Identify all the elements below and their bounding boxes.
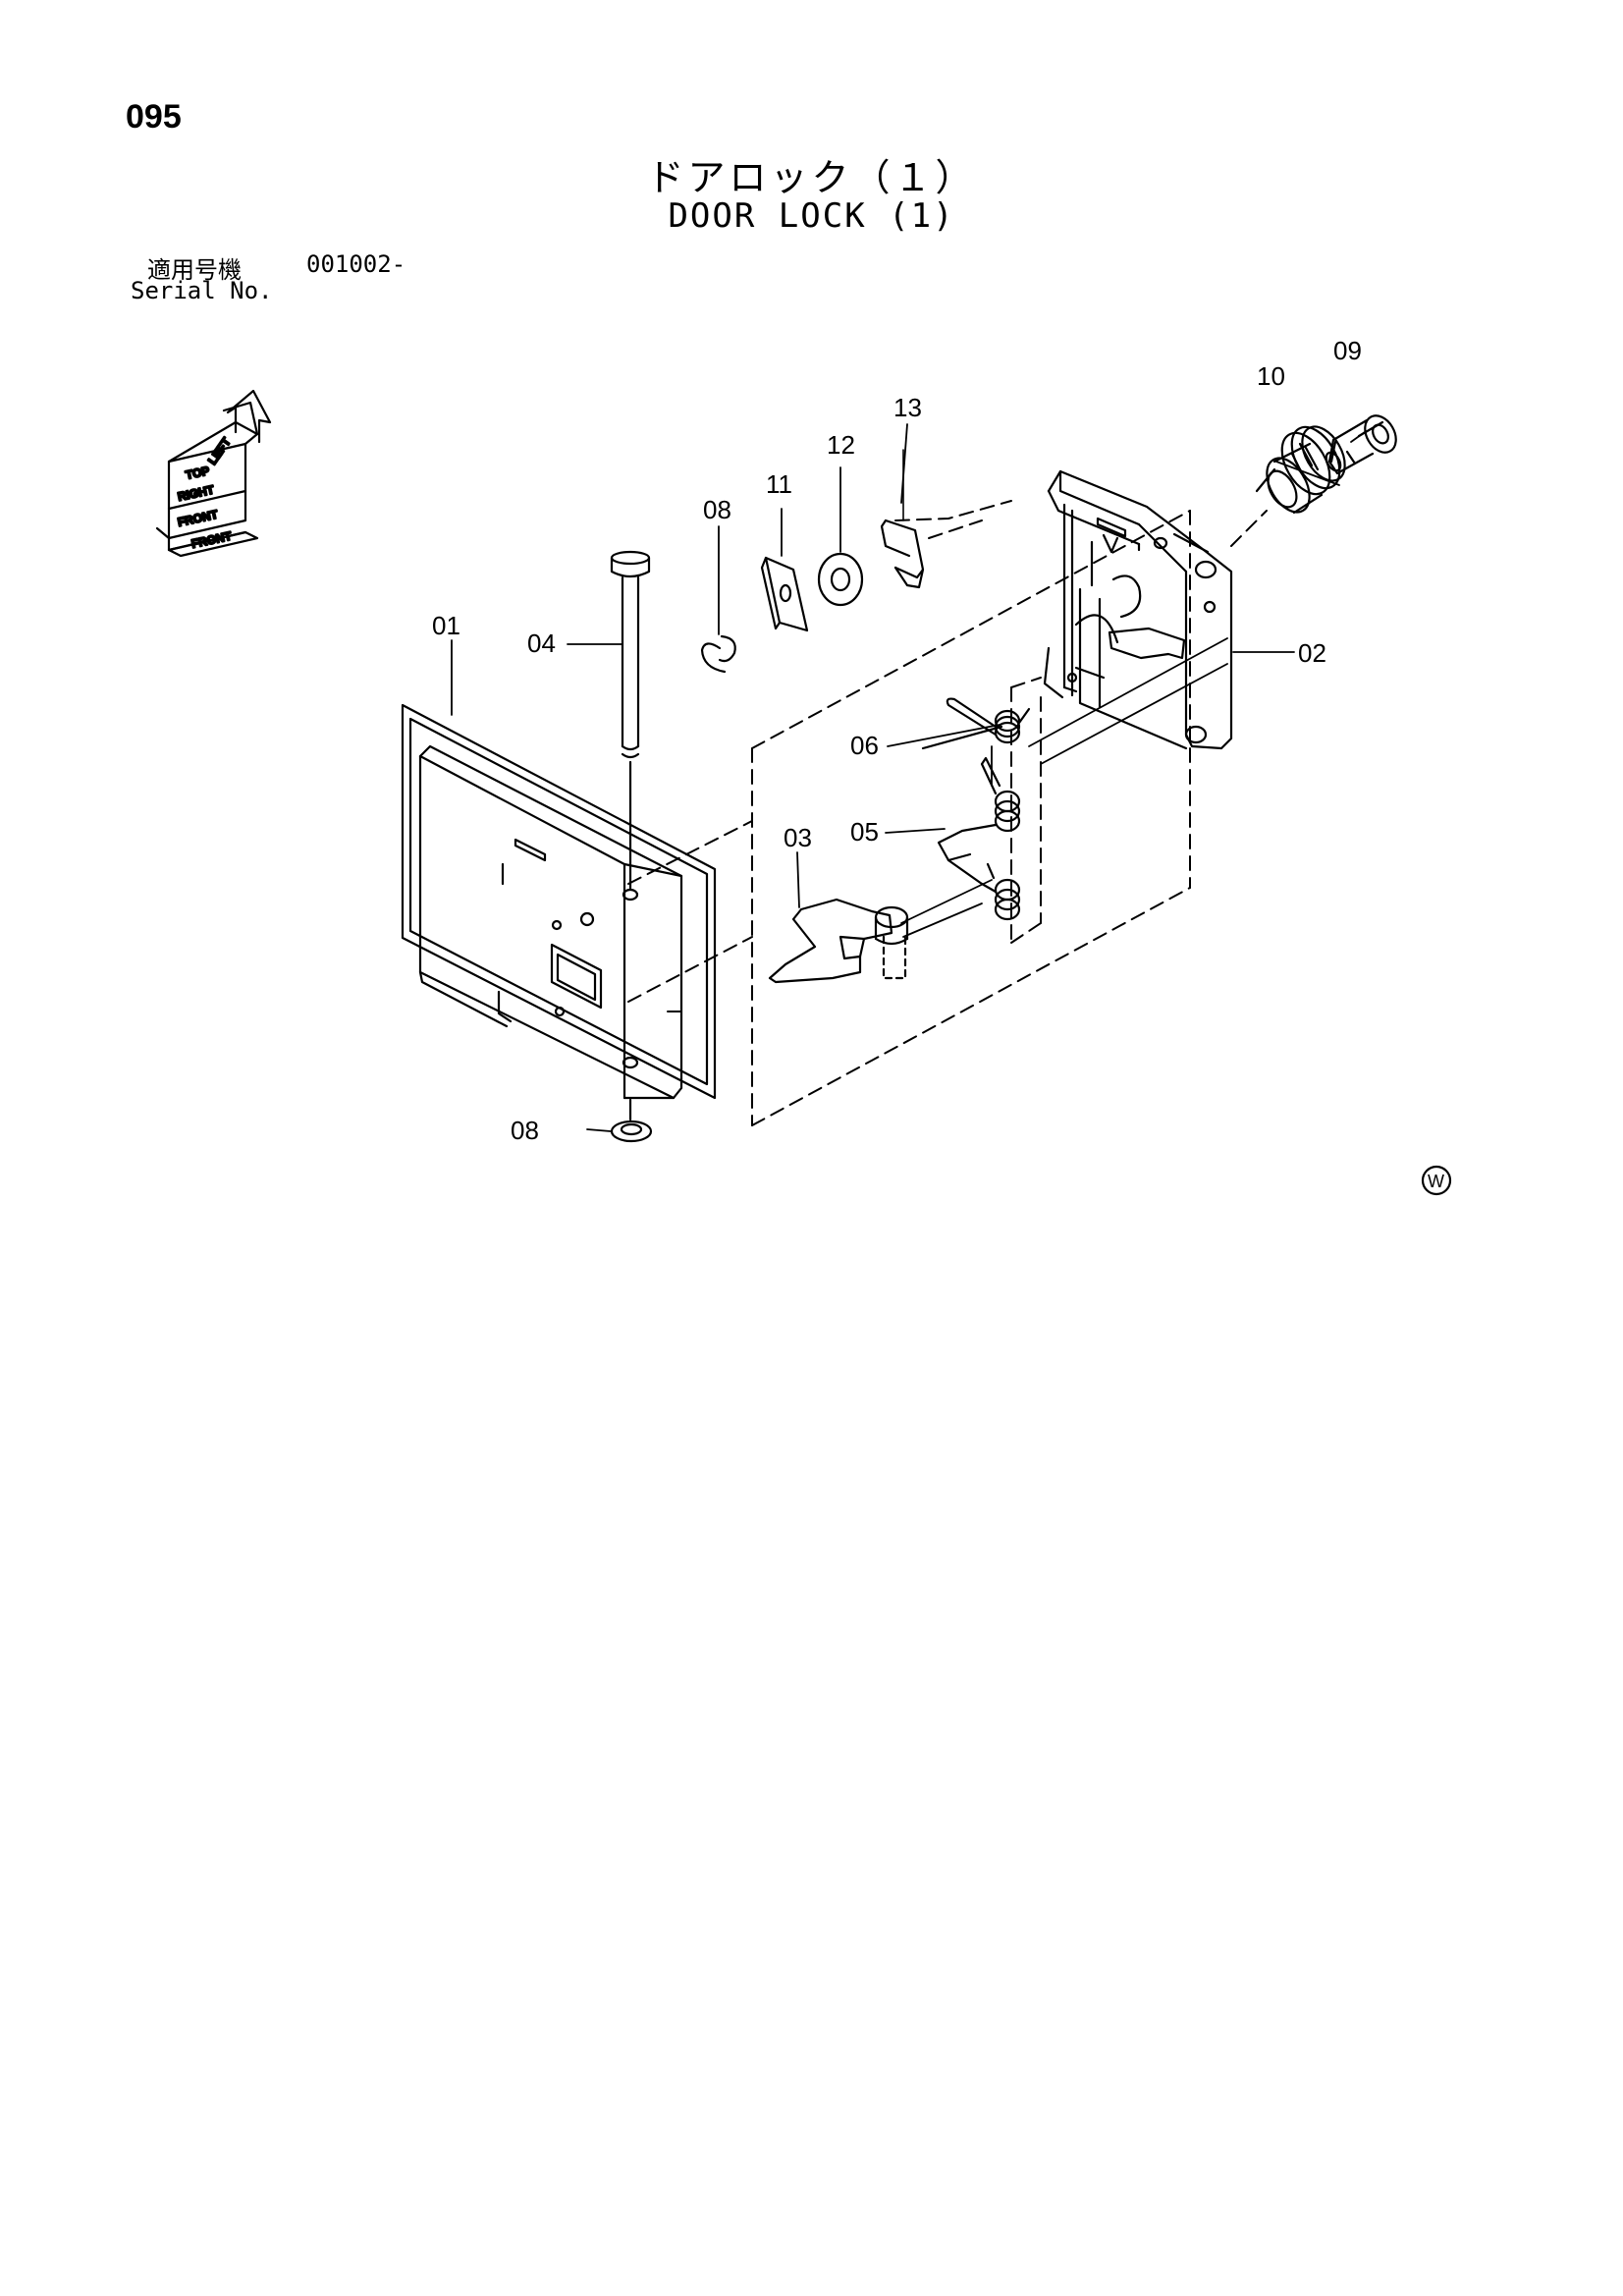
callout-06: 06 (850, 731, 879, 760)
callout-05: 05 (850, 817, 879, 847)
orient-label-top: TOP (185, 464, 211, 482)
callout-11: 11 (766, 469, 792, 499)
callout-labels: 01 02 03 04 05 06 08 08 09 10 11 12 13 (432, 336, 1362, 1145)
part-04-pin (610, 550, 651, 891)
orient-label-right: RIGHT (177, 482, 216, 504)
footer-mark-text: W (1428, 1172, 1444, 1191)
page-title-en: DOOR LOCK (1) (668, 196, 955, 236)
orientation-indicator: TOP LEFT RIGHT FRONT FRONT (155, 389, 272, 558)
callout-08-upper: 08 (703, 495, 731, 524)
part-13-spring-clip (880, 449, 925, 589)
callout-10: 10 (1257, 361, 1285, 391)
orient-label-front-1: FRONT (177, 508, 220, 529)
part-02-bracket (1043, 469, 1233, 750)
part-06-torsion-spring (921, 697, 1031, 750)
part-12-washer (817, 552, 864, 607)
callout-04: 04 (527, 629, 556, 658)
callout-09: 09 (1333, 336, 1362, 365)
page-number: 095 (126, 98, 182, 136)
callout-02: 02 (1298, 638, 1326, 668)
callout-03: 03 (784, 823, 812, 852)
part-01-lock-case (401, 703, 717, 1100)
part-09-lock-cylinder (1325, 414, 1397, 475)
circled-w-mark: W (1421, 1165, 1452, 1196)
part-03-latch (768, 898, 909, 984)
serial-label-jp: 適用号機 (147, 256, 242, 284)
part-05-hook-spring (937, 756, 1021, 921)
callout-12: 12 (827, 430, 855, 460)
callout-13: 13 (893, 393, 922, 422)
assembly-dash-lines (627, 500, 1268, 1126)
part-08-e-clip-lower (610, 1098, 653, 1143)
orient-label-left: LEFT (205, 435, 234, 467)
assembly-solid-lines (900, 637, 1228, 938)
part-10-lock-cylinder-housing (1255, 425, 1346, 515)
callout-leaders (451, 423, 1366, 1132)
serial-label-en: Serial No. (131, 277, 273, 304)
callout-08-lower: 08 (511, 1116, 539, 1145)
part-11-nut-plate (760, 556, 809, 632)
callout-01: 01 (432, 611, 460, 640)
part-08-e-clip-upper (700, 634, 736, 674)
page-title-jp: ドアロック（１） (646, 156, 977, 199)
serial-value: 001002- (306, 250, 406, 278)
